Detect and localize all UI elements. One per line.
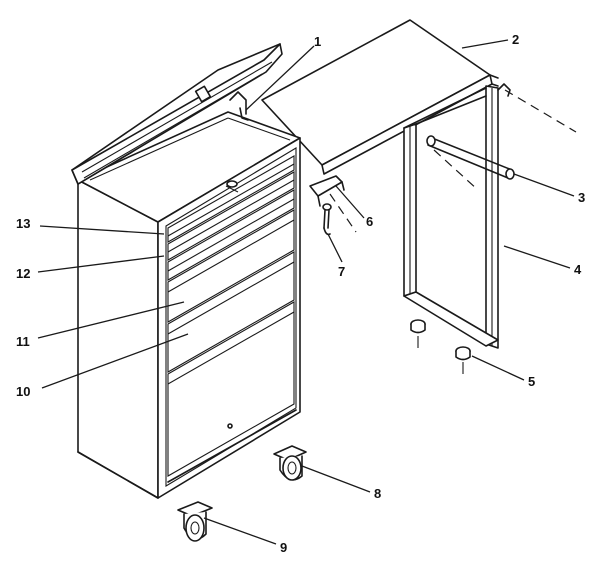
support-rod [426, 135, 515, 191]
callout-10: 10 [16, 384, 30, 399]
rigid-caster [177, 501, 213, 542]
callout-9: 9 [280, 540, 287, 555]
callout-12: 12 [16, 266, 30, 281]
leader-lines [37, 39, 575, 545]
callout-11: 11 [16, 334, 30, 349]
callout-8: 8 [374, 486, 381, 501]
callout-2: 2 [512, 32, 519, 47]
callout-3: 3 [578, 190, 585, 205]
callout-7: 7 [338, 264, 345, 279]
tool-chest [77, 111, 301, 499]
side-shelf [261, 19, 499, 175]
callout-13: 13 [16, 216, 30, 231]
callout-6: 6 [366, 214, 373, 229]
callout-5: 5 [528, 374, 535, 389]
shelf-bracket [309, 175, 357, 233]
callout-1: 1 [314, 34, 321, 49]
callout-4: 4 [574, 262, 582, 277]
side-leg-frame [403, 85, 499, 349]
callout-labels: 1 2 3 4 5 6 7 8 9 10 11 12 13 [16, 32, 585, 555]
chest-lid [71, 43, 283, 193]
swivel-caster [273, 445, 307, 481]
hinge-pin [322, 203, 332, 236]
leg-feet [410, 319, 471, 374]
